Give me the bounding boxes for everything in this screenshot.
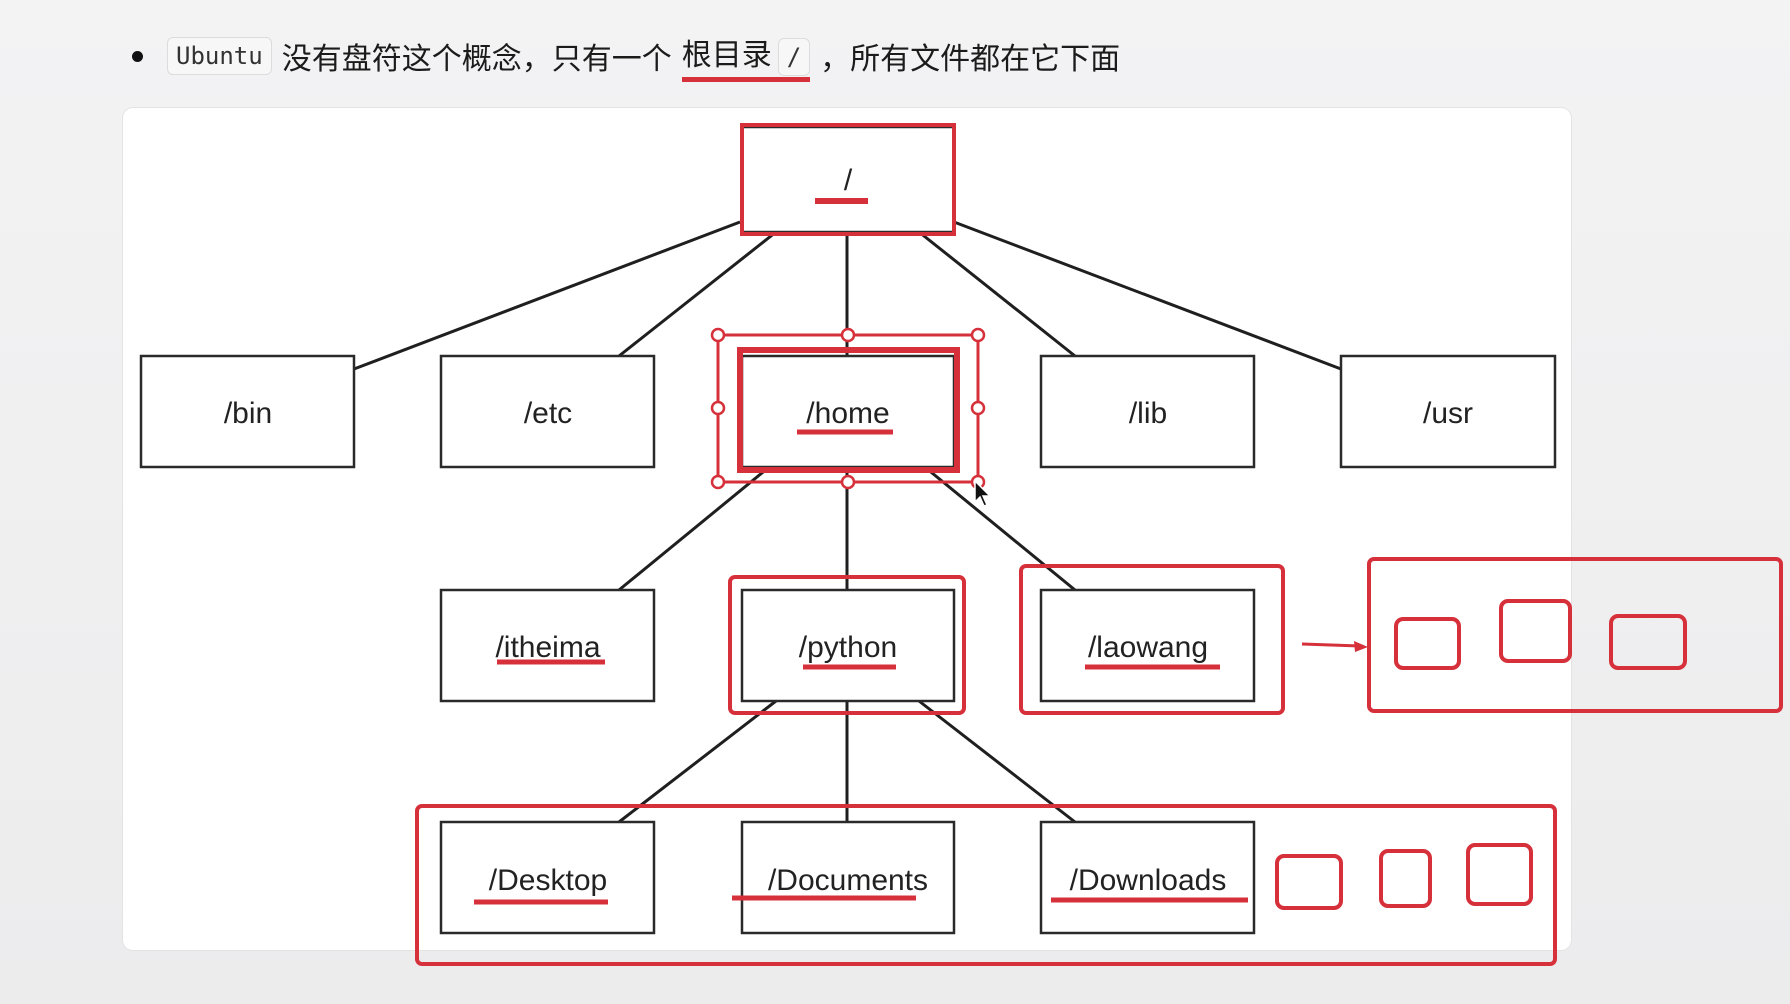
selection-handle: [710, 474, 726, 490]
annotation-small-box: [1275, 854, 1343, 910]
connector-root-lib: [918, 230, 1076, 358]
connector-python-downloads: [918, 699, 1076, 824]
node-home-label: /home: [806, 397, 889, 430]
node-downloads-label: /Downloads: [1070, 864, 1227, 897]
node-bin-box: [139, 354, 356, 469]
bullet-text-after: ，所有文件都在它下面: [820, 42, 1121, 77]
connector-root-bin: [353, 220, 741, 371]
bullet-text-before: 没有盘符这个概念，只有一个: [281, 42, 672, 77]
node-python-label: /python: [799, 631, 897, 664]
node-lib-label: /lib: [1129, 397, 1167, 430]
node-root-box: [740, 125, 956, 234]
node-laowang-label: /laowang: [1088, 631, 1208, 664]
annotation-small-box: [1499, 599, 1572, 663]
node-lib-box: [1039, 354, 1256, 469]
annotation-python-outline: [728, 575, 966, 715]
node-etc-label: /etc: [524, 397, 572, 430]
selection-handles: [710, 327, 986, 490]
node-usr-label: /usr: [1423, 397, 1473, 430]
node-documents-box: [740, 820, 956, 935]
node-laowang-box: [1039, 588, 1256, 703]
tree-connectors: [353, 220, 1342, 824]
annotation-bottom-group: [415, 804, 1557, 966]
selection-handle: [970, 400, 986, 416]
tree-node-boxes: [139, 125, 1557, 935]
node-downloads-box: [1039, 820, 1256, 935]
node-desktop-box: [439, 820, 656, 935]
bullet-line: Ubuntu 没有盘符这个概念，只有一个根目录/ ，所有文件都在它下面: [132, 30, 1120, 82]
code-slash: /: [777, 38, 811, 76]
annotation-small-box: [1394, 617, 1461, 670]
node-itheima-box: [439, 588, 656, 703]
annotation-home-outline: [737, 347, 960, 473]
annotation-small-box: [1466, 843, 1533, 906]
annotation-small-box: [1379, 849, 1432, 908]
node-python-box: [740, 588, 956, 703]
connector-home-laowang: [925, 466, 1076, 592]
node-documents-label: /Documents: [768, 864, 928, 897]
selection-handle: [840, 474, 856, 490]
annotation-laowang-outline: [1019, 564, 1285, 715]
annotation-small-box: [1609, 614, 1687, 670]
annotation-arrow: [1301, 642, 1361, 648]
node-usr-box: [1339, 354, 1557, 469]
highlight-root-dir: 根目录/: [681, 30, 811, 82]
connector-home-itheima: [618, 466, 769, 592]
mouse-cursor-icon: [974, 480, 992, 507]
bullet-dot: [132, 50, 143, 62]
highlight-text: 根目录: [681, 38, 772, 73]
selection-handle: [710, 400, 726, 416]
selection-handle: [970, 327, 986, 343]
node-desktop-label: /Desktop: [489, 864, 607, 897]
annotation-more-users-group: [1367, 557, 1783, 713]
code-ubuntu: Ubuntu: [167, 37, 272, 75]
red-annotations: [415, 123, 1783, 966]
node-root-label: /: [844, 164, 853, 197]
annotation-root-outline: [740, 123, 956, 236]
annotation-arrowhead: [1354, 641, 1368, 652]
connector-root-etc: [618, 230, 777, 358]
connector-root-usr: [953, 220, 1342, 371]
node-itheima-label: /itheima: [495, 631, 600, 664]
selection-handle: [710, 327, 726, 343]
connector-python-desktop: [618, 699, 777, 824]
node-etc-box: [439, 354, 656, 469]
tree-node-labels: / /bin /etc /home /lib /usr /itheima /py…: [224, 164, 1473, 897]
node-bin-label: /bin: [224, 397, 272, 430]
selection-handle: [840, 327, 856, 343]
